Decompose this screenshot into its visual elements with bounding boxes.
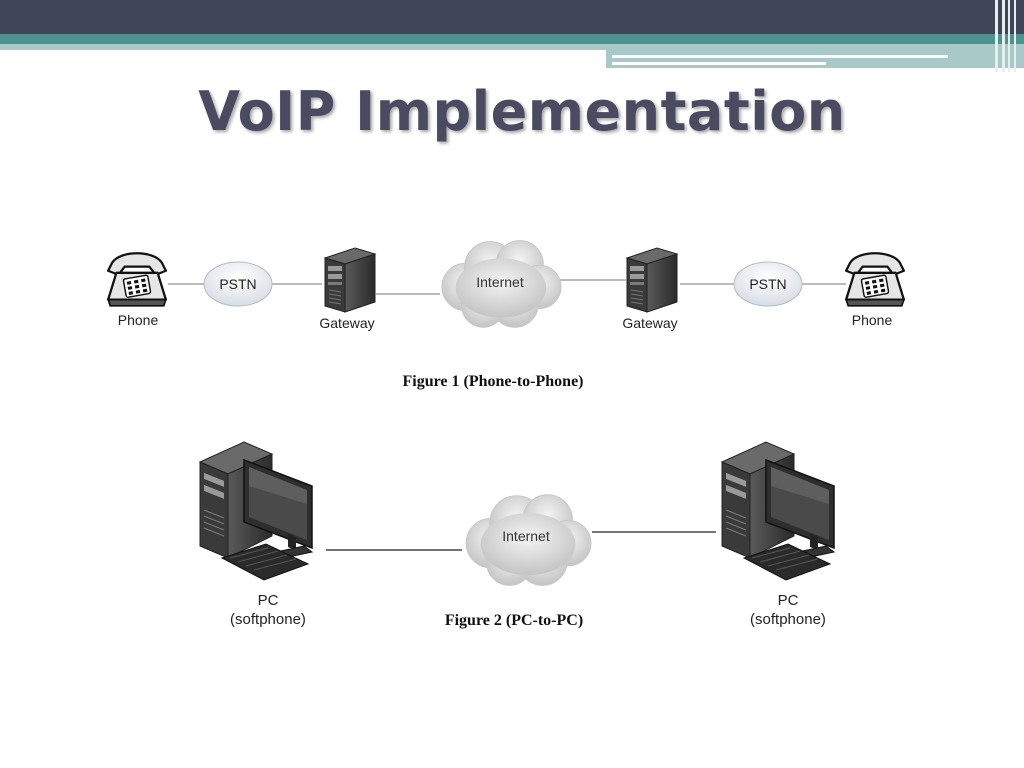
figure2-links [326,531,716,551]
pc-right-sublabel: (softphone) [750,611,826,628]
internet-label-fig2: Internet [502,528,550,544]
phone-right-label: Phone [852,312,893,328]
server-icon [324,247,376,313]
figure1-links [168,279,846,295]
phone-left-label: Phone [118,312,159,328]
desktop-pc-icon [199,441,313,581]
server-icon [626,247,678,313]
telephone-icon [844,252,906,307]
gateway-left-label: Gateway [319,315,374,331]
pstn-right-oval [733,261,803,307]
pc-left-sublabel: (softphone) [230,611,306,628]
desktop-pc-icon [721,441,835,581]
header-bar [0,0,1024,72]
pstn-left-oval [203,261,273,307]
figure1-caption: Figure 1 (Phone-to-Phone) [402,373,584,390]
pc-right-label: PC [778,592,799,609]
pstn-left-label: PSTN [219,276,256,292]
pstn-right-label: PSTN [749,276,786,292]
slide-title: VoIP Implementation [198,80,846,143]
pc-left-label: PC [258,592,279,609]
internet-label-fig1: Internet [476,274,524,290]
telephone-icon [106,252,168,307]
figure2-caption: Figure 2 (PC-to-PC) [444,612,584,629]
gateway-right-label: Gateway [622,315,677,331]
